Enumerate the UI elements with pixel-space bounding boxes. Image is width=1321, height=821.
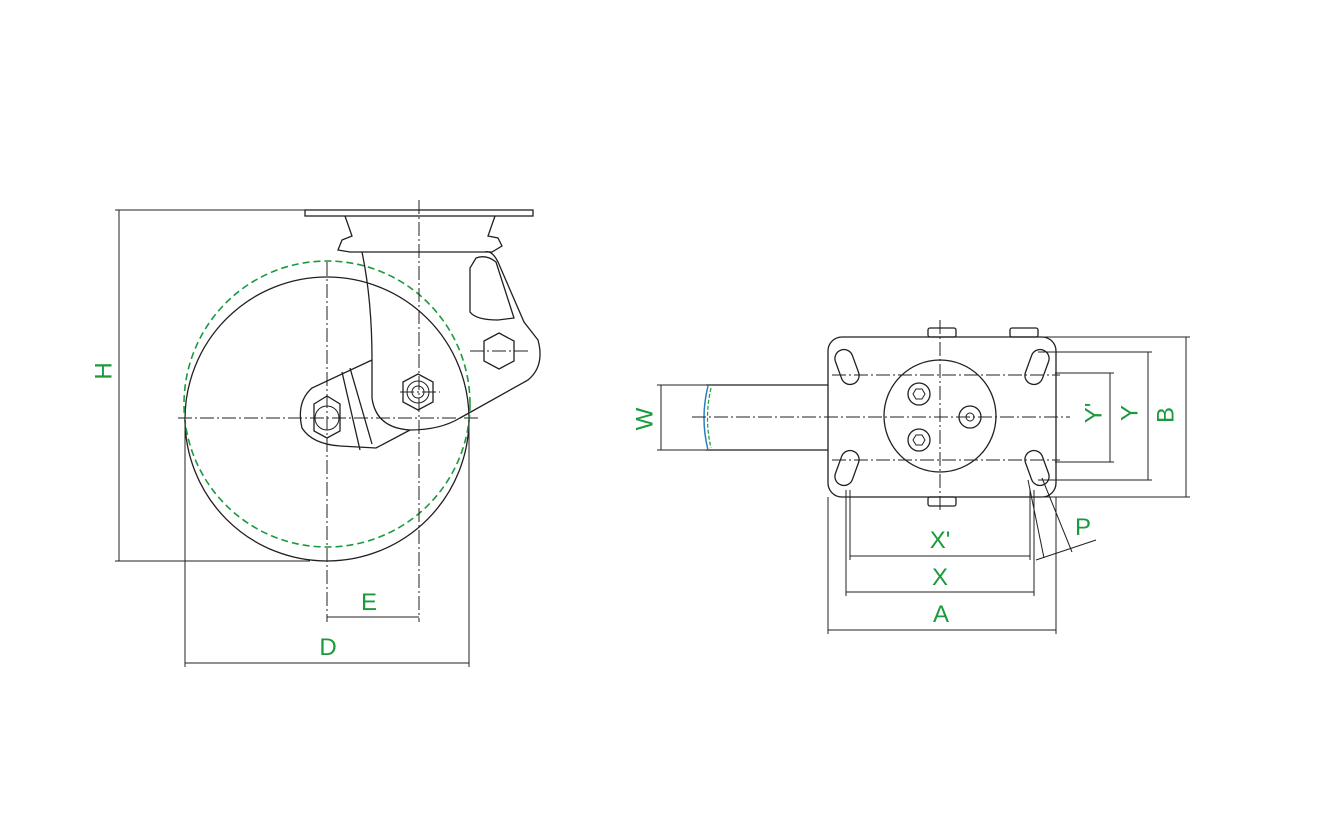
dim-p-line <box>1035 539 1097 561</box>
side-view: H E D <box>91 200 541 667</box>
plate-lug-top-right <box>1009 327 1039 338</box>
bolt-slot-top-left <box>834 348 860 386</box>
fork-leg <box>361 251 541 431</box>
swivel-nut <box>402 373 434 411</box>
hex-socket-bolt-1 <box>907 382 931 406</box>
plate-lug-top <box>927 327 957 338</box>
dim-label-b: B <box>1153 407 1180 423</box>
bolt-slot-bottom-right <box>1024 449 1050 487</box>
axle-arm <box>299 359 411 449</box>
arm-edge-1 <box>341 371 361 451</box>
dim-label-y-prime: Y' <box>1081 403 1108 424</box>
bolt-slot-bottom-left <box>834 449 860 487</box>
plate-lug-bottom <box>927 496 957 507</box>
dim-label-d: D <box>319 634 336 661</box>
wheel-top-front-curve-green <box>706 387 712 449</box>
rear-nut <box>483 332 515 370</box>
dim-label-e: E <box>361 589 377 616</box>
dim-label-w: W <box>632 407 659 430</box>
dim-label-a: A <box>933 601 949 628</box>
hex-socket-bolt-2 <box>907 428 931 452</box>
dim-label-y: Y <box>1117 405 1144 421</box>
dim-label-x: X <box>932 564 948 591</box>
fork-cutout <box>469 256 515 321</box>
arm-edge-2 <box>349 367 373 445</box>
dim-label-x-prime: X' <box>930 527 951 554</box>
dim-label-p: P <box>1075 514 1091 541</box>
wheel-top-front-curve <box>703 385 709 451</box>
dim-p-ext-1 <box>1027 479 1045 559</box>
bolt-slot-top-right <box>1024 348 1050 386</box>
top-view: W Y' Y B X' X A P <box>632 320 1190 634</box>
dim-p-ext-2 <box>1041 477 1073 553</box>
wheel-tread-dashed <box>183 260 471 548</box>
dim-label-h: H <box>91 362 118 379</box>
kingpin-housing <box>337 215 503 253</box>
